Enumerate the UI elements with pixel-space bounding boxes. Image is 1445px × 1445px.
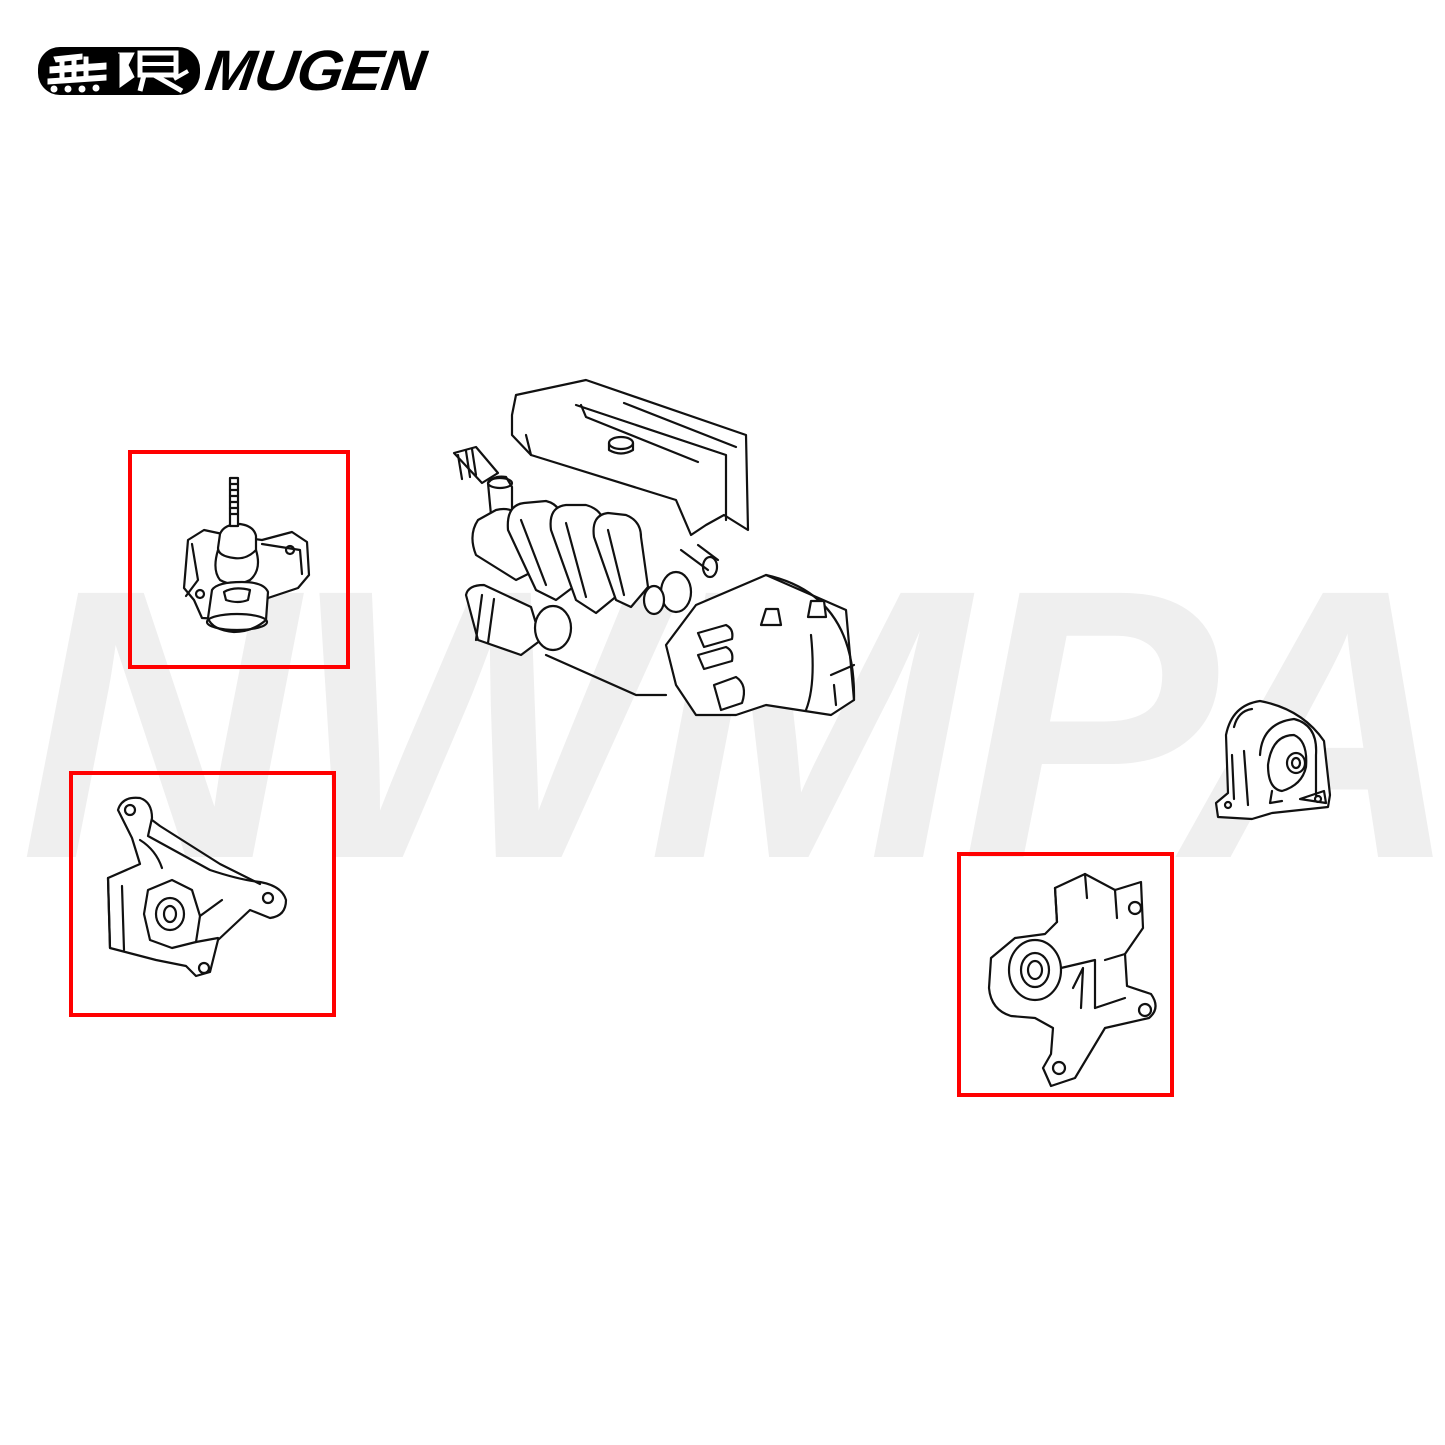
mount-lower-right-drawing (985, 868, 1165, 1090)
engine-mount-bracket-icon (106, 796, 288, 978)
mount-right-drawing (1212, 695, 1347, 825)
rear-mount-icon (1214, 699, 1332, 821)
engine-mount-stud-icon (182, 476, 311, 634)
mugen-kanji-logo-icon (38, 47, 200, 95)
highlight-box-mount-lower-left (69, 771, 336, 1017)
mugen-wordmark: MUGEN (201, 38, 429, 103)
engine-icon (452, 378, 856, 717)
engine-assembly-drawing (436, 355, 876, 740)
highlight-box-mount-lower-right (957, 852, 1174, 1097)
mugen-logo: MUGEN (36, 39, 429, 102)
mount-upper-left-drawing (172, 470, 322, 650)
highlight-box-mount-upper-left (128, 450, 350, 669)
mount-lower-left-drawing (100, 790, 300, 990)
transmission-mount-bracket-icon (987, 872, 1157, 1088)
